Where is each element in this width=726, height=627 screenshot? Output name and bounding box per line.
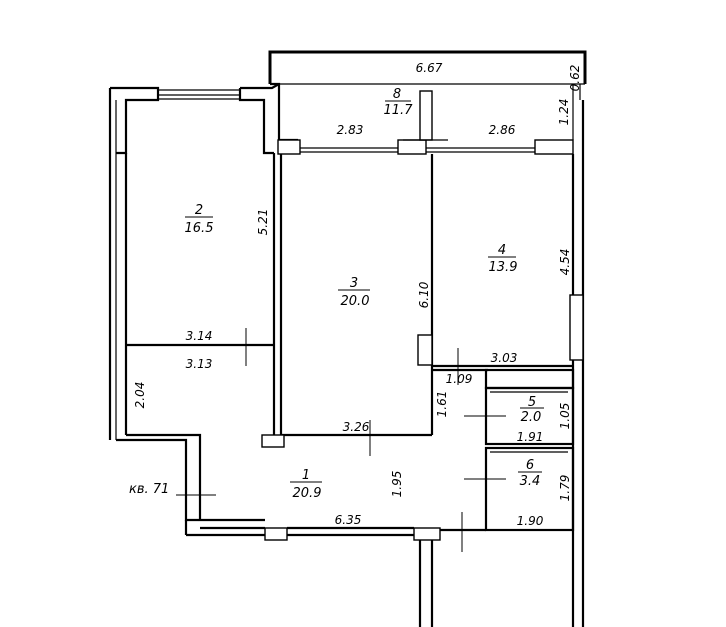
room-8-number: 8 (393, 87, 401, 102)
dim-window-left: 2.83 (337, 123, 364, 137)
dim-room3-height: 6.10 (417, 281, 431, 308)
dim-room4-bottom: 3.03 (491, 351, 518, 365)
dim-room2-bottom: 3.13 (186, 357, 213, 371)
room-4-area: 13.9 (489, 260, 518, 275)
room-6-area: 3.4 (520, 474, 541, 489)
room-8-area: 11.7 (384, 103, 414, 118)
windows-top (277, 90, 574, 155)
dim-balcony-width: 6.67 (416, 61, 443, 75)
dim-room2-height: 5.21 (256, 209, 270, 236)
room-3-number: 3 (350, 276, 358, 291)
dim-bath6-width: 1.90 (517, 514, 544, 528)
dim-hall-height: 1.95 (390, 471, 404, 498)
dim-bath5-height: 1.05 (558, 403, 572, 430)
dim-room2-top: 3.14 (186, 329, 213, 343)
dim-corridor-width: 1.09 (446, 372, 473, 386)
balcony-walls (268, 50, 587, 142)
room-labels: 8 11.7 2 16.5 3 20.0 4 13.9 5 2.0 6 3.4 … (129, 87, 544, 501)
dim-room3-bottom: 3.26 (343, 420, 370, 434)
room-2-area: 16.5 (185, 221, 214, 236)
dimension-labels: 6.67 0.62 1.24 2.83 2.86 5.21 3.14 3.13 … (133, 61, 582, 528)
room-5-number: 5 (528, 395, 536, 410)
dim-hall-left-height: 2.04 (133, 382, 147, 409)
dim-corridor-height: 1.61 (435, 391, 449, 418)
apartment-label: кв. 71 (129, 482, 169, 497)
dim-room4-height: 4.54 (558, 249, 572, 276)
dim-balcony-depth-right: 0.62 (568, 65, 582, 92)
dim-window-right: 2.86 (489, 123, 516, 137)
room-2-number: 2 (195, 203, 203, 218)
room-4-walls (432, 100, 585, 627)
room-3-walls (261, 154, 434, 448)
room-6-number: 6 (526, 458, 534, 473)
room-3-area: 20.0 (341, 294, 370, 309)
dim-balcony-side: 1.24 (557, 99, 571, 126)
bathroom-walls (484, 360, 575, 627)
room-5-area: 2.0 (521, 410, 542, 425)
dimension-ticks (176, 328, 506, 552)
room-1-walls (116, 433, 486, 627)
room-4-number: 4 (498, 243, 506, 258)
room-1-number: 1 (302, 468, 310, 483)
room-2-walls (108, 83, 280, 440)
dim-bath5-width: 1.91 (517, 430, 544, 444)
room-1-area: 20.9 (293, 486, 322, 501)
dim-bath6-height: 1.79 (558, 475, 572, 502)
dim-hall-width: 6.35 (335, 513, 362, 527)
